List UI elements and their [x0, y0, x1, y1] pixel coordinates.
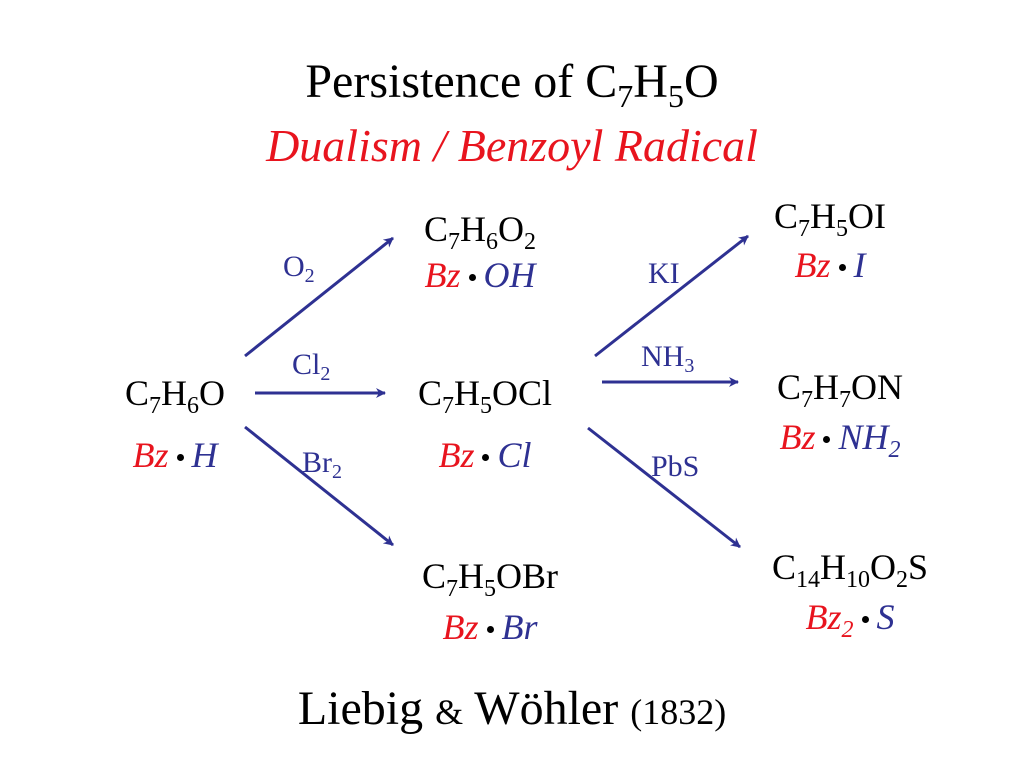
- bond-dot: [482, 454, 490, 461]
- arrow-to-sulfide: [587, 426, 741, 549]
- bond-dot: [468, 274, 476, 281]
- reagent-pbs: PbS: [651, 450, 700, 483]
- bond-dot: [176, 454, 184, 461]
- formula-iodide: C7H5OI: [773, 196, 886, 242]
- credit-line: Liebig & Wöhler (1832): [297, 682, 727, 735]
- page-title: Persistence of C7H5O: [305, 55, 719, 114]
- reagent-cl2: Cl2: [292, 348, 331, 385]
- bond-dot: [486, 626, 494, 633]
- formula-start: C7H6O: [124, 373, 225, 419]
- formula-sulfide: C14H10O2S: [771, 547, 929, 593]
- reagent-o2: O2: [283, 250, 315, 287]
- bond-dot: [823, 436, 831, 443]
- formula-bromide: C7H5OBr: [421, 556, 558, 602]
- formula-chloride: C7H5OCl: [417, 373, 553, 419]
- formula-amide: C7H7ON: [776, 367, 903, 413]
- reagent-nh3: NH3: [641, 340, 695, 377]
- arrow-to-bromide: [244, 425, 394, 547]
- bond-dot: [861, 616, 869, 623]
- arrow-to-acid: [244, 236, 394, 358]
- reagent-br2: Br2: [302, 446, 342, 483]
- arrow-to-iodide: [594, 234, 749, 358]
- reagent-ki: KI: [648, 257, 680, 290]
- bond-dot: [838, 264, 846, 271]
- formula-acid: C7H6O2: [423, 209, 536, 255]
- page-subtitle: Dualism / Benzoyl Radical: [266, 120, 758, 171]
